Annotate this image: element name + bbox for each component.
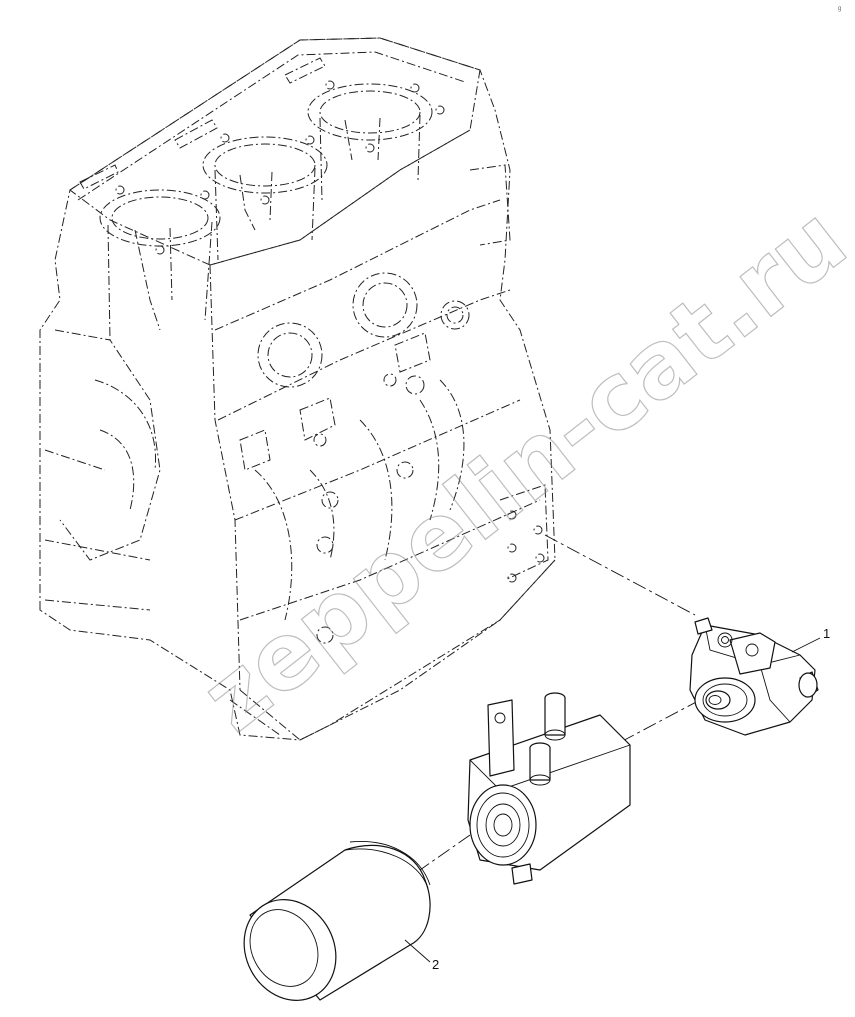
- engine-block-phantom: [39, 37, 556, 741]
- assembly-leader-lines: [419, 534, 701, 871]
- filter-head-part: [689, 617, 819, 736]
- corner-mark: g: [838, 6, 841, 12]
- callout-2: 2: [404, 939, 439, 972]
- oil-cooler-part: [467, 692, 631, 885]
- callout-2-label: 2: [432, 957, 439, 972]
- callout-1-label: 1: [823, 626, 830, 641]
- oil-filter-part: [243, 840, 431, 1001]
- callout-1: 1: [791, 626, 830, 653]
